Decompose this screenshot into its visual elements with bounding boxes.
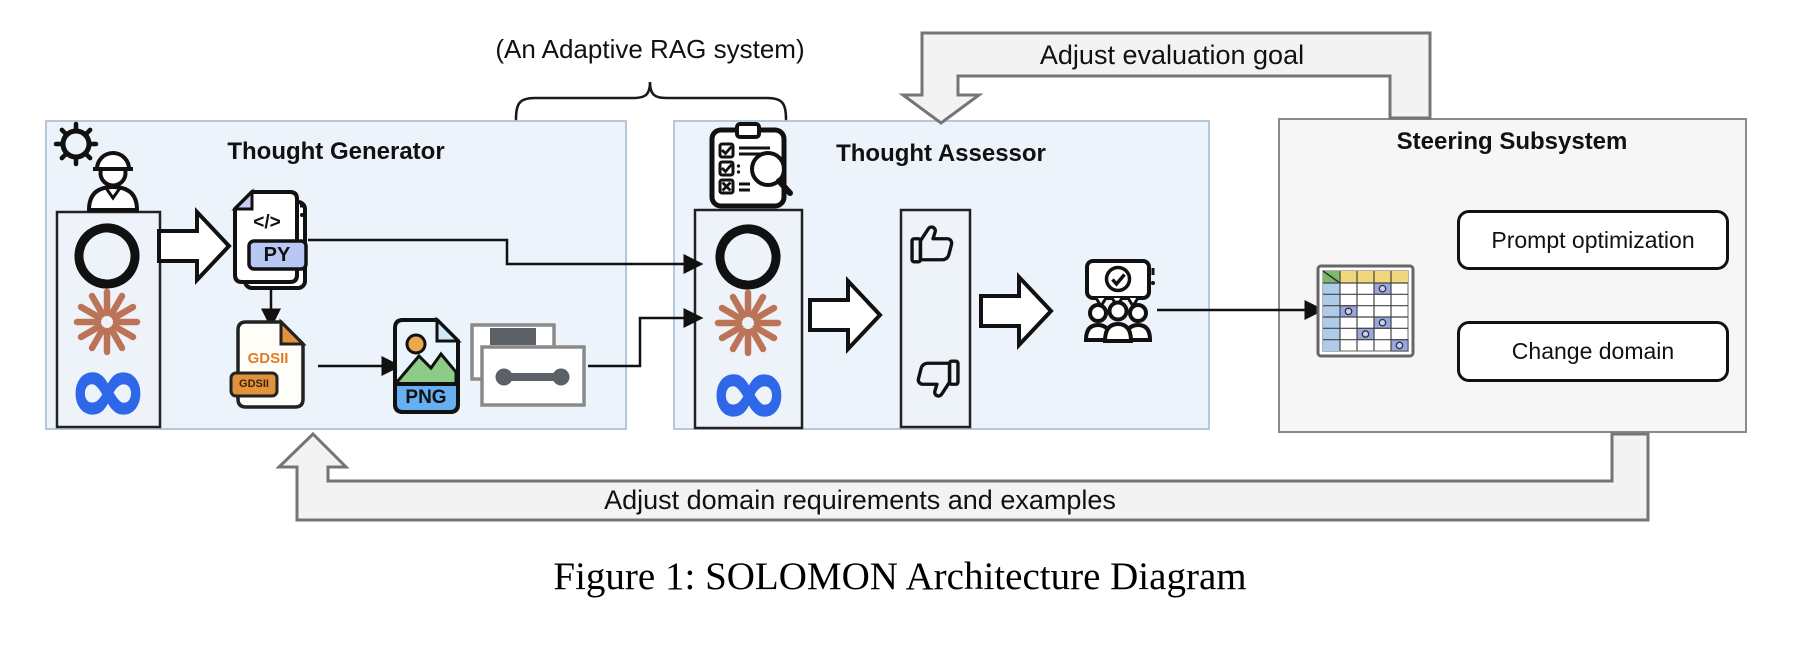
figure-caption: Figure 1: SOLOMON Architecture Diagram (553, 555, 1247, 598)
change-domain-button: Change domain (1457, 321, 1729, 382)
gdsii-badge-label: GDSII (239, 378, 269, 390)
code-glyph-label: </> (253, 212, 281, 233)
png-file-label: PNG (405, 387, 447, 408)
rag-brace (514, 81, 788, 121)
prompt-optimization-button: Prompt optimization (1457, 210, 1729, 270)
meta-logo-icon: ∞ (67, 332, 149, 447)
steering-subsystem-title: Steering Subsystem (1396, 128, 1628, 155)
meta-logo-icon: ∞ (708, 334, 790, 449)
gdsii-file-name: GDSII (247, 350, 289, 367)
py-file-label: PY (263, 244, 291, 266)
adjust-domain-label: Adjust domain requirements and examples (604, 485, 1116, 515)
rag-note: (An Adaptive RAG system) (495, 34, 805, 64)
adjust-evaluation-label: Adjust evaluation goal (1039, 40, 1305, 70)
thought-generator-title: Thought Generator (227, 138, 445, 165)
thought-assessor-title: Thought Assessor (836, 140, 1046, 167)
steering-subsystem-box (1278, 118, 1747, 433)
